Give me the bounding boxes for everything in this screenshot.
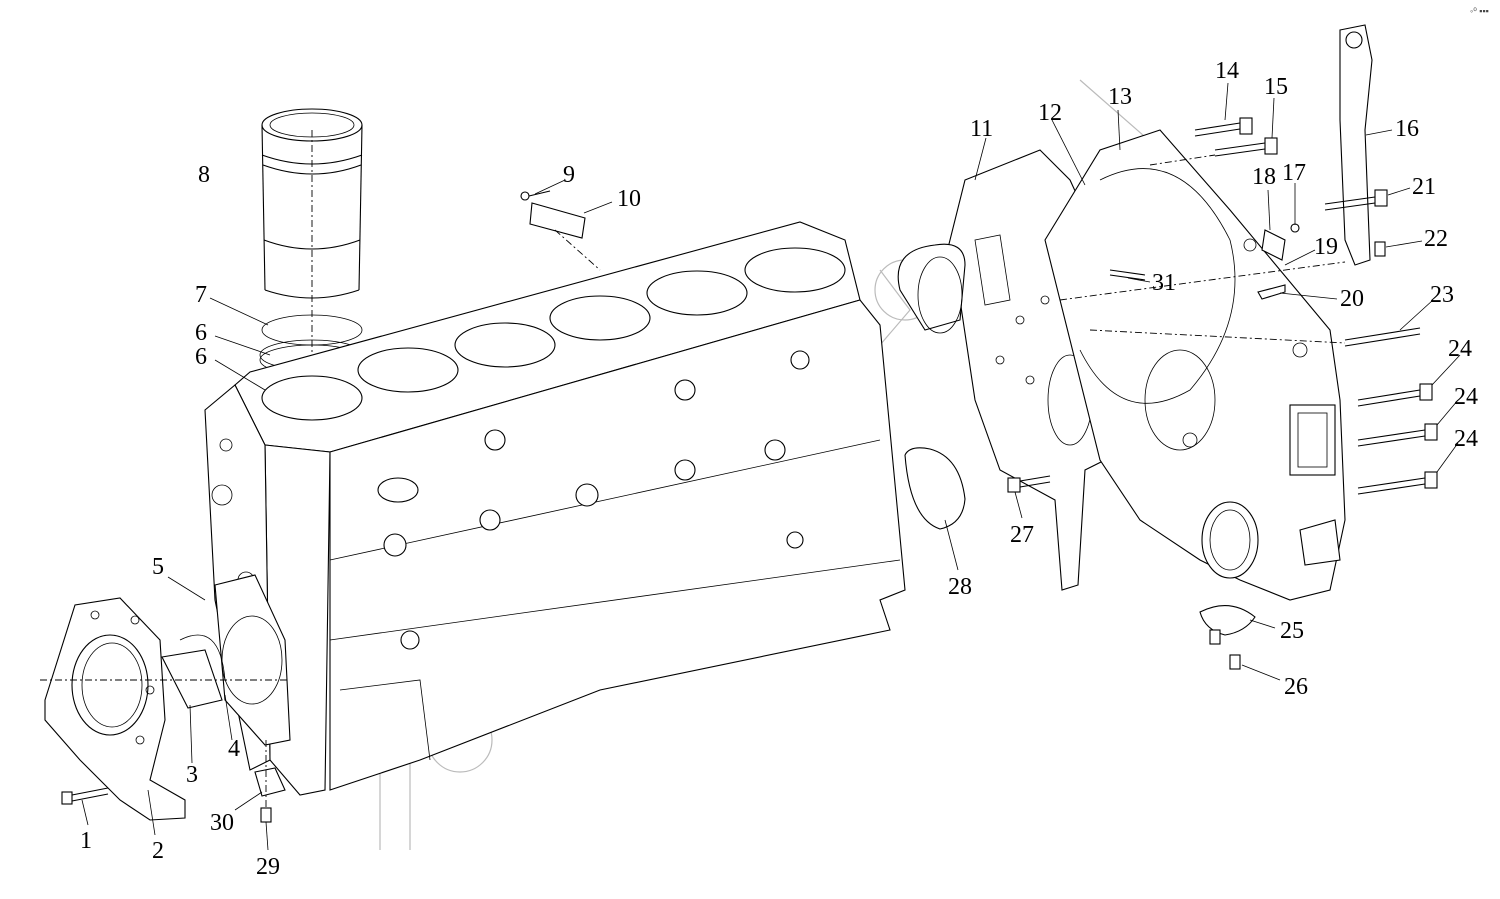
cover-plate	[520, 190, 601, 271]
small-clip-parts	[1257, 223, 1300, 300]
lifting-bracket	[1339, 24, 1373, 266]
label-28: 28	[948, 574, 972, 600]
label-20: 20	[1340, 286, 1364, 312]
label-13: 13	[1108, 84, 1132, 110]
label-16: 16	[1395, 116, 1419, 142]
label-7: 7	[195, 282, 207, 308]
bolts-right	[1059, 117, 1438, 495]
label-31: 31	[1152, 270, 1176, 296]
label-29: 29	[256, 854, 280, 880]
label-27: 27	[1010, 522, 1034, 548]
corner-mark: ◦⁰ ▪▪▪	[1470, 6, 1489, 16]
label-24b: 24	[1454, 384, 1478, 410]
bolt-27	[1007, 475, 1051, 493]
label-2: 2	[152, 838, 164, 864]
label-22: 22	[1424, 226, 1448, 252]
label-12: 12	[1038, 100, 1062, 126]
label-4: 4	[228, 736, 240, 762]
label-30: 30	[210, 810, 234, 836]
cylinder-liner	[261, 108, 363, 299]
label-21: 21	[1412, 174, 1436, 200]
oil-seal	[40, 634, 290, 709]
label-6b: 6	[195, 344, 207, 370]
label-19: 19	[1314, 234, 1338, 260]
label-15: 15	[1264, 74, 1288, 100]
label-24a: 24	[1448, 336, 1472, 362]
label-3: 3	[186, 762, 198, 788]
cylinder-block	[204, 221, 906, 796]
label-23: 23	[1430, 282, 1454, 308]
bolt-1	[61, 787, 109, 805]
front-cover	[44, 597, 186, 821]
label-6a: 6	[195, 320, 207, 346]
label-10: 10	[617, 186, 641, 212]
leader-lines	[81, 82, 1461, 851]
label-24c: 24	[1454, 426, 1478, 452]
label-8: 8	[198, 162, 210, 188]
label-11: 11	[970, 116, 993, 142]
label-14: 14	[1215, 58, 1239, 84]
label-5: 5	[152, 554, 164, 580]
label-18: 18	[1252, 164, 1276, 190]
cover-25	[1199, 605, 1256, 670]
part-labels: 1 2 3 4 5 6 6 7 8 9 10 11 12 13 14 15 16…	[80, 6, 1489, 880]
label-1: 1	[80, 828, 92, 854]
bolt-31	[1109, 269, 1146, 281]
label-17: 17	[1282, 160, 1306, 186]
label-26: 26	[1284, 674, 1308, 700]
flywheel-housing	[1044, 129, 1346, 601]
seal-28	[897, 243, 966, 530]
label-25: 25	[1280, 618, 1304, 644]
label-9: 9	[563, 162, 575, 188]
